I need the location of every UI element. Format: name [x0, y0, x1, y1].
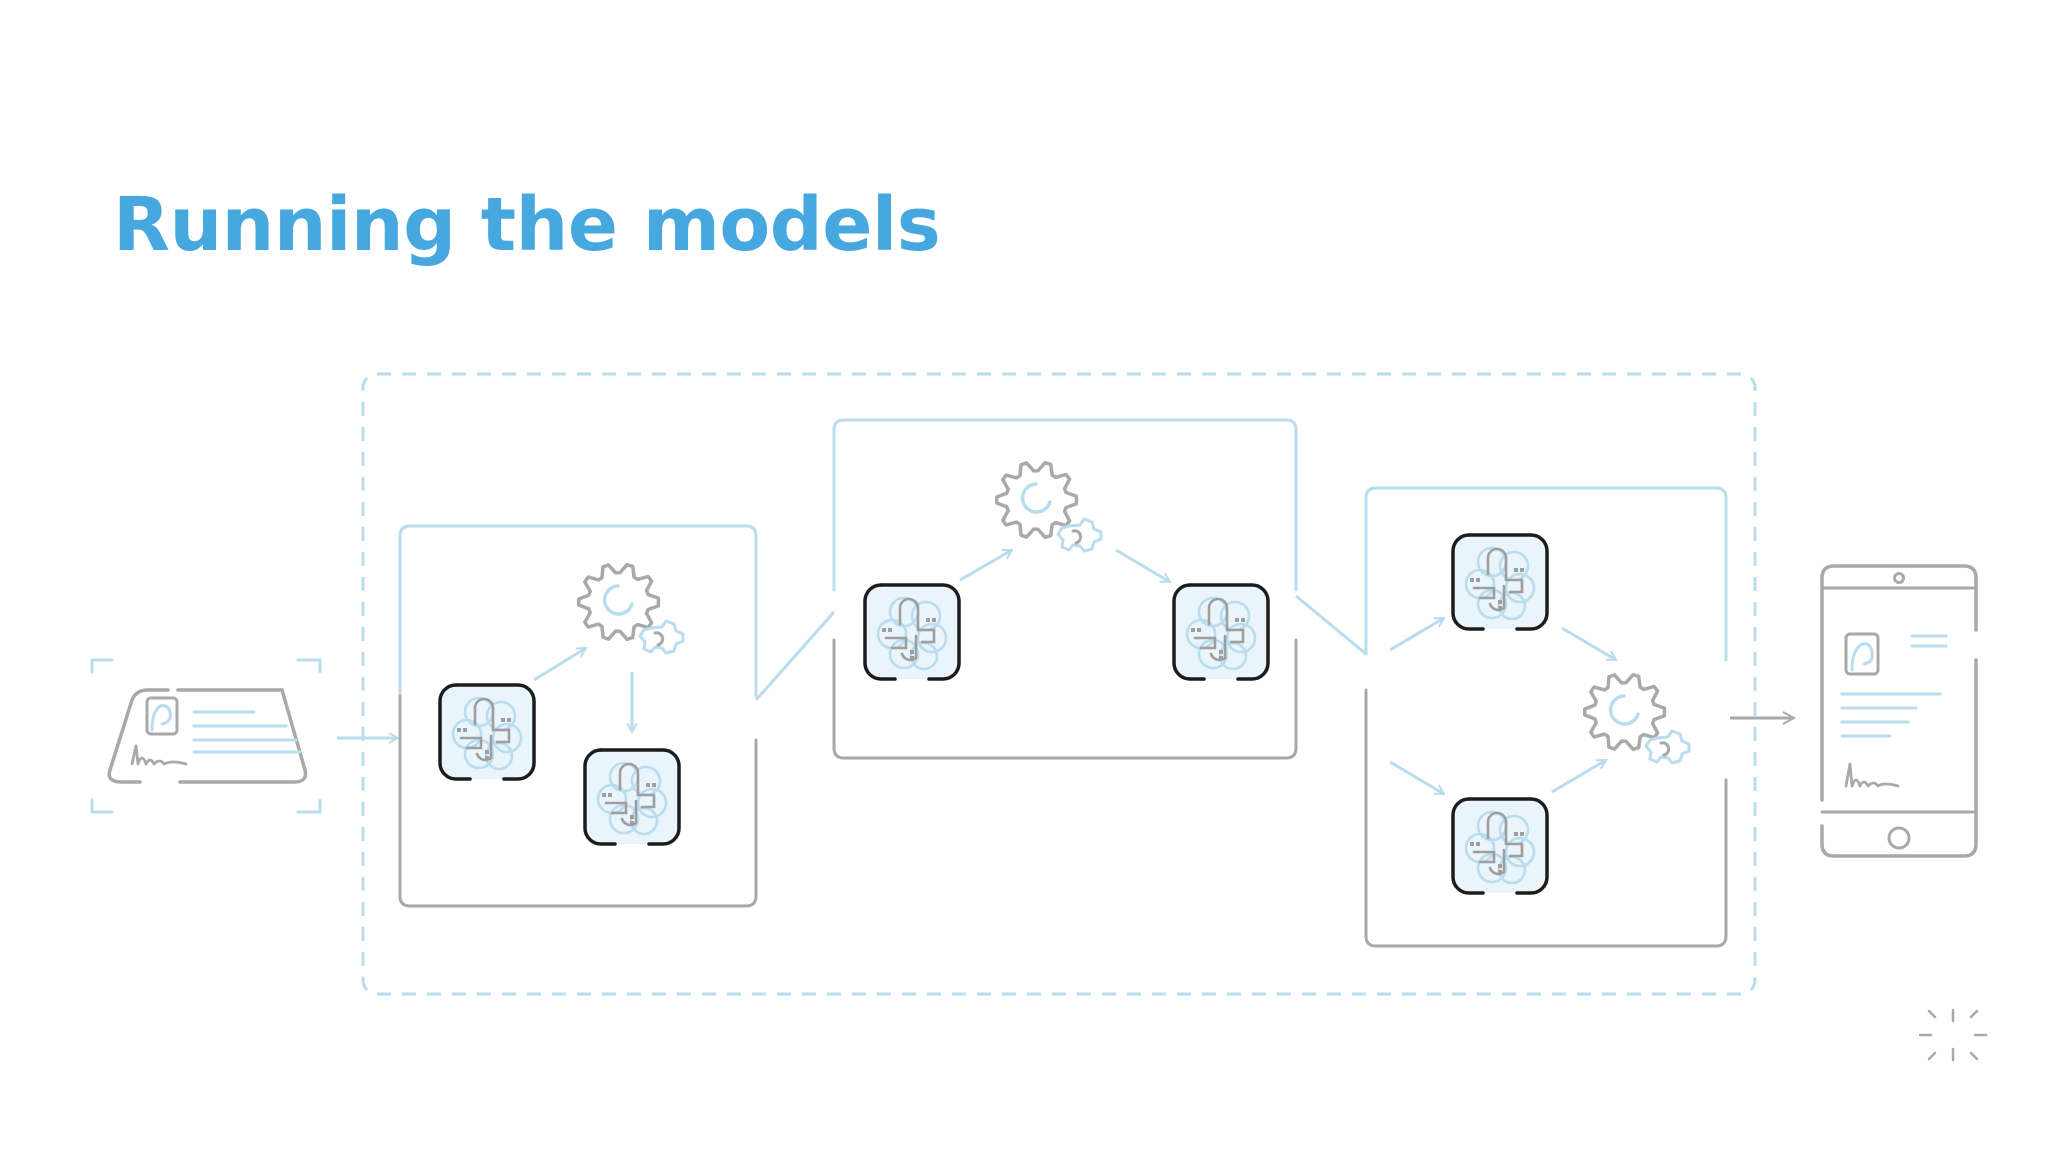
- arrow-to-3a: [1389, 616, 1444, 652]
- pipeline-dashed-boundary: [361, 372, 1757, 996]
- arrow-3a-to-gear: [1561, 626, 1616, 662]
- connector-stage-1-to-2: [754, 611, 836, 701]
- slide-title: Running the models: [113, 182, 941, 268]
- arrow-2a-to-gear: [959, 548, 1012, 582]
- model-tile-1a: [438, 683, 536, 781]
- model-tile-1b: [583, 748, 681, 846]
- model-tile-2a: [863, 583, 961, 681]
- id-card-icon: [90, 658, 322, 814]
- model-tile-3a: [1451, 533, 1549, 631]
- gears-icon-3: [1582, 672, 1691, 765]
- arrow-gear-to-2b: [1115, 548, 1170, 584]
- sparkle-logo-icon: [1918, 1008, 1988, 1062]
- stage-box-1: [398, 524, 758, 908]
- gears-icon-1: [576, 562, 685, 655]
- stage-box-2: [832, 418, 1298, 760]
- arrow-to-3b: [1389, 760, 1444, 796]
- gears-icon-2: [994, 460, 1103, 553]
- stage-box-3: [1364, 486, 1728, 948]
- arrow-3b-to-gear: [1551, 758, 1606, 794]
- model-tile-2b: [1172, 583, 1270, 681]
- smartphone-document-icon: [1820, 564, 1978, 858]
- connector-stage-2-to-3: [1295, 594, 1367, 656]
- arrow-1a-to-gear: [533, 646, 586, 682]
- model-tile-3b: [1451, 797, 1549, 895]
